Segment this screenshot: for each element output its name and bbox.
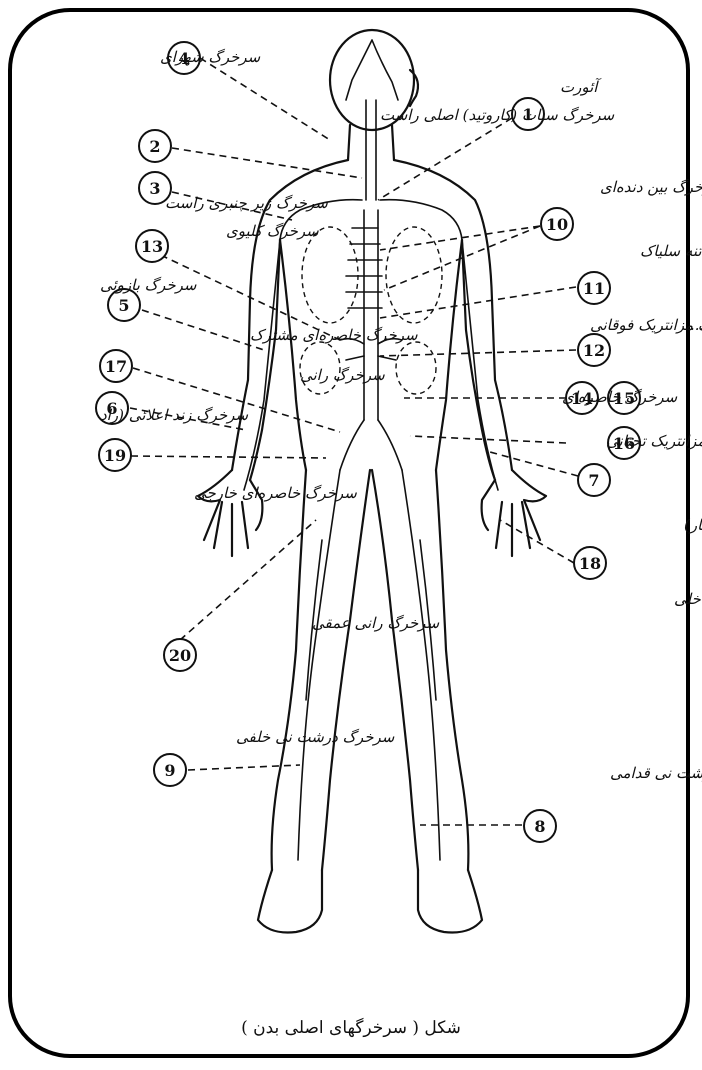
callout-number: 7 — [588, 471, 599, 490]
label-inferior-mesenteric: سرخرگ مزانتریک تحتانی — [606, 432, 702, 450]
callout-18: 18 — [574, 547, 606, 579]
callout-number: 9 — [164, 761, 175, 780]
label-brachial: سرخرگ بازوئی — [100, 276, 197, 294]
callout-20: 20 — [164, 639, 196, 671]
callout-number: 11 — [583, 279, 605, 298]
label-superior-mesenteric: سرخرگ مزانتریک فوقانی — [590, 316, 702, 334]
label-anterior-tibial: سرخرگ درشت نی قدامی — [610, 764, 702, 782]
callout-number: 12 — [583, 341, 605, 360]
label-celiac: تنه سلیاک — [640, 242, 702, 260]
callout-number: 18 — [579, 554, 601, 573]
leader-lines — [130, 58, 578, 825]
callout-12: 12 — [578, 334, 610, 366]
label-iliac: سرخرگ خاصره‌ای — [562, 388, 678, 406]
callout-number: 3 — [149, 179, 160, 198]
callout-19: 19 — [99, 439, 131, 471]
label-ulnar: سرخرگ زند اسفلی (اولنار) — [684, 516, 702, 534]
callout-number: 5 — [118, 296, 129, 315]
callout-10: 10 — [541, 208, 573, 240]
label-internal-iliac: سرخرگ خاصره‌ای داخلی — [674, 590, 702, 608]
kidney-outline — [396, 342, 436, 394]
lung-outline — [386, 227, 442, 323]
callout-number: 13 — [141, 237, 163, 256]
callout-number: 19 — [104, 446, 126, 465]
callout-2: 2 — [139, 130, 171, 162]
callout-17: 17 — [100, 350, 132, 382]
label-common-iliac: سرخرگ خاصره‌ای مشترک — [250, 326, 418, 344]
label-femoral: سرخرگ رانی — [300, 366, 385, 384]
label-renal: سرخرگ کلیوی — [226, 222, 319, 240]
label-posterior-tibial: سرخرگ درشت نی خلفی — [236, 728, 395, 746]
label-intercostal: سرخرگ بین دنده‌ای — [600, 178, 702, 196]
callout-13: 13 — [136, 230, 168, 262]
body-outline — [198, 30, 546, 933]
label-carotid: سرخرگ سبات (کاروتید) اصلی راست — [380, 106, 615, 124]
callout-number: 20 — [169, 646, 191, 665]
label-right-subclavian: سرخرگ زیر چنبری راست — [165, 194, 328, 212]
label-external-iliac: سرخرگ خاصره‌ای خارجی — [194, 484, 357, 502]
callout-7: 7 — [578, 464, 610, 496]
label-radial: سرخرگ زند اعلائی (راد — [100, 406, 249, 424]
callout-number: 2 — [149, 137, 160, 156]
callout-number: 8 — [534, 817, 545, 836]
callout-number: 17 — [105, 357, 127, 376]
label-label-4: سرخرگ شهرای — [160, 48, 261, 66]
callout-8: 8 — [524, 810, 556, 842]
label-deep-femoral: سرخرگ رانی عمقی — [312, 614, 440, 632]
callout-9: 9 — [154, 754, 186, 786]
artery-labels: آئورت سرخرگ زیر چنبری راست سرخرگ شهرای س… — [100, 48, 702, 782]
callout-number: 10 — [546, 215, 568, 234]
number-callouts: 1 2 3 4 5 6 7 8 9 10 11 12 13 14 15 16 1… — [96, 42, 640, 842]
label-label-15: سرخرگ ... — [690, 316, 702, 334]
figure-caption: شکل ( سرخرگهای اصلی بدن ) — [0, 1018, 702, 1038]
callout-11: 11 — [578, 272, 610, 304]
label-aorta: آئورت — [560, 77, 602, 96]
